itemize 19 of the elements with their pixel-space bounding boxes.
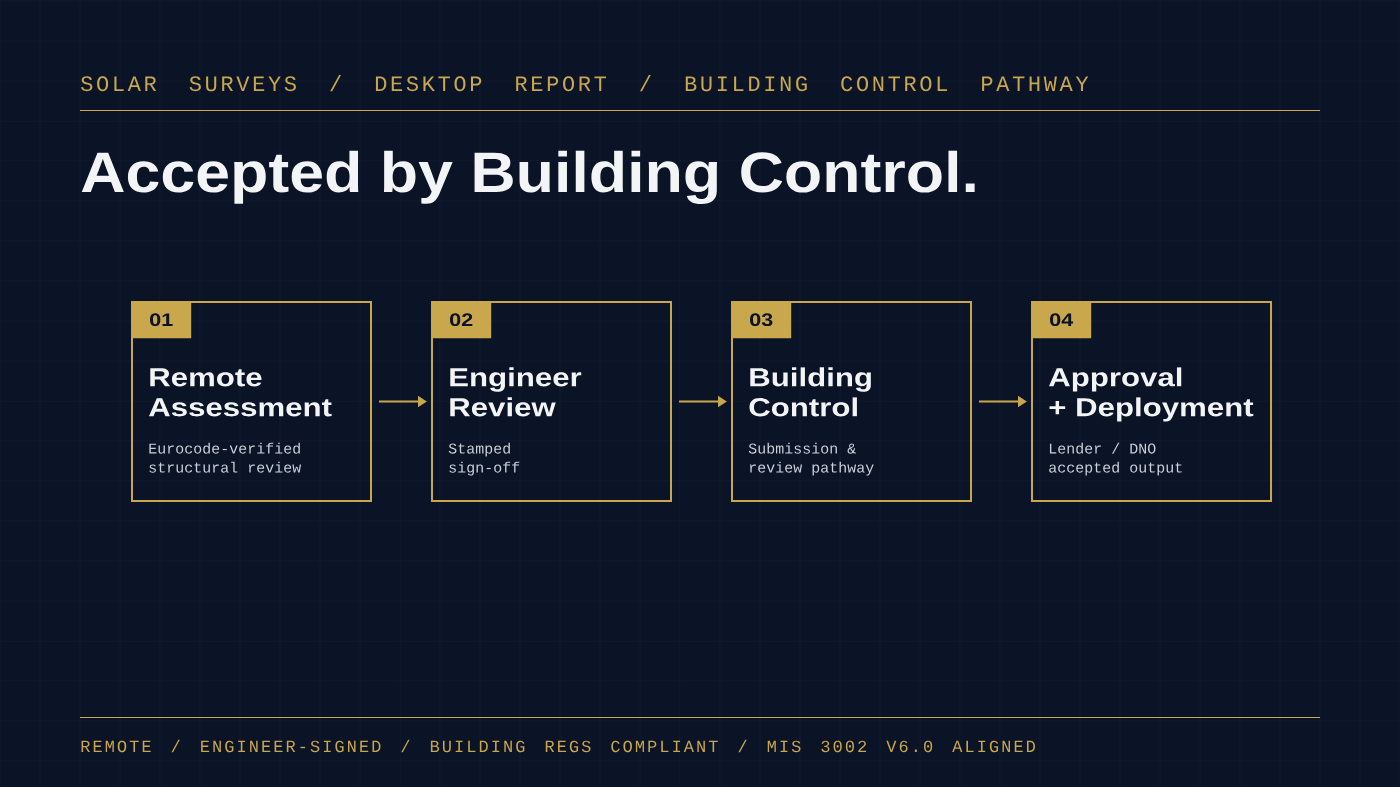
step-card: [431, 301, 672, 502]
step-title: Building Control: [749, 367, 871, 417]
step-description: Eurocode-verified structural review: [149, 442, 302, 473]
step-number-badge: 02: [431, 301, 492, 339]
step-title: Remote Assessment: [149, 368, 332, 417]
step-card: [131, 301, 372, 502]
step-description: Stamped sign-off: [448, 442, 520, 476]
step-number-badge: 04: [1031, 301, 1092, 339]
step-number-badge: 01: [131, 301, 192, 339]
step-title: Engineer Review: [450, 367, 582, 417]
step-description: Submission & review pathway: [748, 442, 874, 476]
step-number-badge: 03: [731, 301, 792, 339]
step-description: Lender / DNO accepted output: [1049, 442, 1182, 476]
step-card: [1031, 301, 1272, 502]
breadcrumb: SOLAR SURVEYS / DESKTOP REPORT / BUILDING CONTROL PATHWAY: [81, 75, 1089, 92]
step-title: Approval + Deployment: [1049, 367, 1254, 422]
footer-tagline: REMOTE / ENGINEER-SIGNED / BUILDING REGS COMPLIANT / MIS 3002 V6.0 ALIGNED: [81, 739, 1035, 753]
page-title: Accepted by Building Control.: [81, 150, 975, 205]
step-card: [731, 301, 972, 502]
